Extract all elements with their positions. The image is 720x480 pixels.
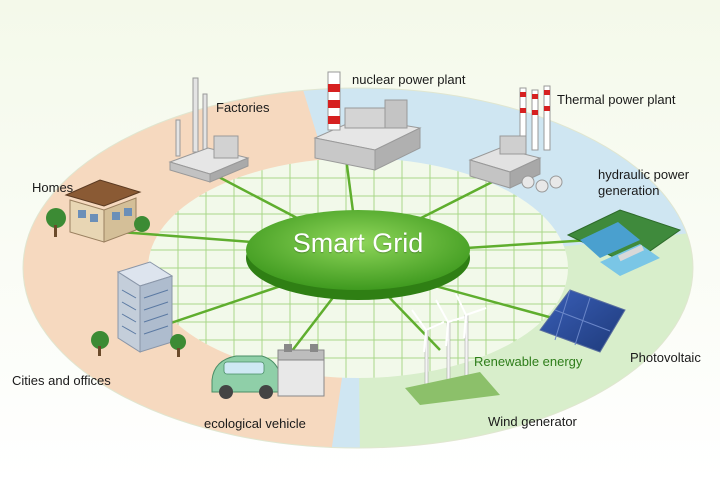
wind-turbine-icon — [405, 293, 500, 405]
center-title: Smart Grid — [292, 228, 424, 258]
label-renewable-energy: Renewable energy — [474, 354, 583, 369]
label-thermal-power-plant: Thermal power plant — [557, 92, 676, 107]
hydro-dam-icon — [566, 209, 682, 276]
label-hydraulic-line2: generation — [598, 183, 660, 198]
label-factories: Factories — [216, 100, 270, 115]
label-homes: Homes — [32, 180, 74, 195]
nuclear-plant-icon — [313, 71, 422, 171]
solar-panel-icon — [539, 289, 626, 353]
label-photovoltaic: Photovoltaic — [630, 350, 701, 365]
thermal-plant-icon — [468, 85, 563, 193]
battery-icon — [277, 344, 325, 397]
house-icon — [46, 179, 150, 243]
label-wind-generator: Wind generator — [488, 414, 577, 429]
label-cities-and-offices: Cities and offices — [12, 373, 111, 388]
center-platform — [246, 210, 470, 290]
factory-icon — [168, 77, 250, 183]
outer-ring-edge — [22, 87, 694, 449]
office-building-icon — [91, 261, 186, 357]
label-nuclear-power-plant: nuclear power plant — [352, 72, 466, 87]
label-hydraulic-line1: hydraulic power — [598, 167, 690, 182]
label-ecological-vehicle: ecological vehicle — [204, 416, 306, 431]
